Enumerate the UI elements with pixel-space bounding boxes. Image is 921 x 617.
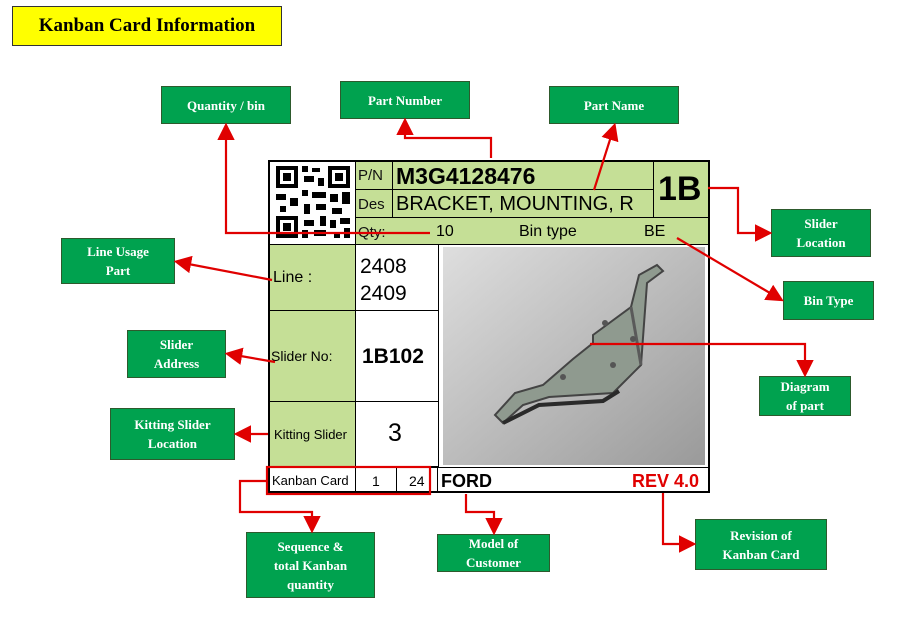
kanban-seq-cell: 1	[355, 468, 397, 493]
kanban-total-cell: 24	[396, 468, 438, 493]
arrow-model	[464, 494, 503, 536]
footer-divider	[270, 467, 708, 468]
label-slider-location: Slider Location	[771, 209, 871, 257]
line-label: Line :	[273, 269, 313, 286]
kanban-seq: 1	[372, 473, 380, 489]
arrow-revision	[661, 493, 697, 553]
pn-value-cell: M3G4128476	[392, 162, 654, 190]
line-values-cell: 2408 2409	[355, 245, 438, 311]
slider-location-cell: 1B	[653, 162, 708, 218]
header-divider	[270, 244, 708, 245]
bin-type-value: BE	[644, 223, 666, 240]
arrow-slider-address	[224, 347, 276, 365]
kitting-label: Kitting Slider	[274, 427, 347, 442]
customer-model: FORD	[441, 471, 492, 491]
label-line-usage: Line Usage Part	[61, 238, 175, 284]
kanban-label-cell: Kanban Card	[270, 468, 355, 493]
part-number: M3G4128476	[396, 163, 536, 189]
kanban-total: 24	[409, 473, 425, 489]
qty-value-cell: 10	[392, 218, 500, 245]
qty-label-cell: Qty:	[355, 218, 393, 245]
bin-type-value-cell: BE	[606, 218, 708, 245]
part-name: BRACKET, MOUNTING, R	[396, 193, 634, 215]
slider-no-value-cell: 1B102	[355, 311, 438, 402]
bin-type-label: Bin type	[519, 223, 577, 240]
page-title: Kanban Card Information	[12, 6, 282, 46]
des-label: Des	[358, 196, 385, 213]
arrow-sequence	[238, 479, 321, 534]
slider-no-label-cell: Slider No:	[270, 311, 355, 402]
qty-value: 10	[436, 223, 454, 240]
arrow-line-usage	[173, 255, 273, 282]
label-kitting: Kitting Slider Location	[110, 408, 235, 460]
label-part-name: Part Name	[549, 86, 679, 124]
bin-type-label-cell: Bin type	[499, 218, 607, 245]
slider-no-value: 1B102	[362, 345, 424, 368]
bracket-photo	[443, 247, 705, 465]
label-part-number: Part Number	[340, 81, 470, 119]
arrow-bin-type	[676, 237, 784, 302]
label-sequence: Sequence & total Kanban quantity	[246, 532, 375, 598]
qr-code-icon	[276, 166, 350, 238]
kitting-value: 3	[388, 419, 402, 447]
label-slider-address: Slider Address	[127, 330, 226, 378]
line-value-2: 2409	[360, 282, 407, 305]
line-label-cell: Line :	[270, 245, 355, 311]
kanban-card: P/N M3G4128476 Des BRACKET, MOUNTING, R …	[268, 160, 710, 493]
line-value-1: 2408	[360, 255, 407, 278]
qr-cell	[270, 162, 356, 244]
arrow-part-name	[592, 122, 619, 191]
part-photo-cell	[438, 245, 708, 467]
arrow-diagram	[590, 342, 814, 378]
pn-label-cell: P/N	[355, 162, 393, 190]
arrow-slider-location	[708, 186, 773, 242]
slider-location: 1B	[658, 170, 702, 208]
arrow-part-number	[396, 117, 493, 158]
des-label-cell: Des	[355, 190, 393, 218]
sequence-highlight-box	[265, 465, 432, 496]
arrow-quantity	[217, 122, 430, 235]
card-revision: REV 4.0	[632, 471, 700, 491]
kanban-label: Kanban Card	[272, 473, 349, 488]
slider-no-label: Slider No:	[271, 348, 333, 364]
des-value-cell: BRACKET, MOUNTING, R	[392, 190, 654, 218]
label-revision: Revision of Kanban Card	[695, 519, 827, 570]
label-quantity-bin: Quantity / bin	[161, 86, 291, 124]
pn-label: P/N	[358, 167, 384, 184]
